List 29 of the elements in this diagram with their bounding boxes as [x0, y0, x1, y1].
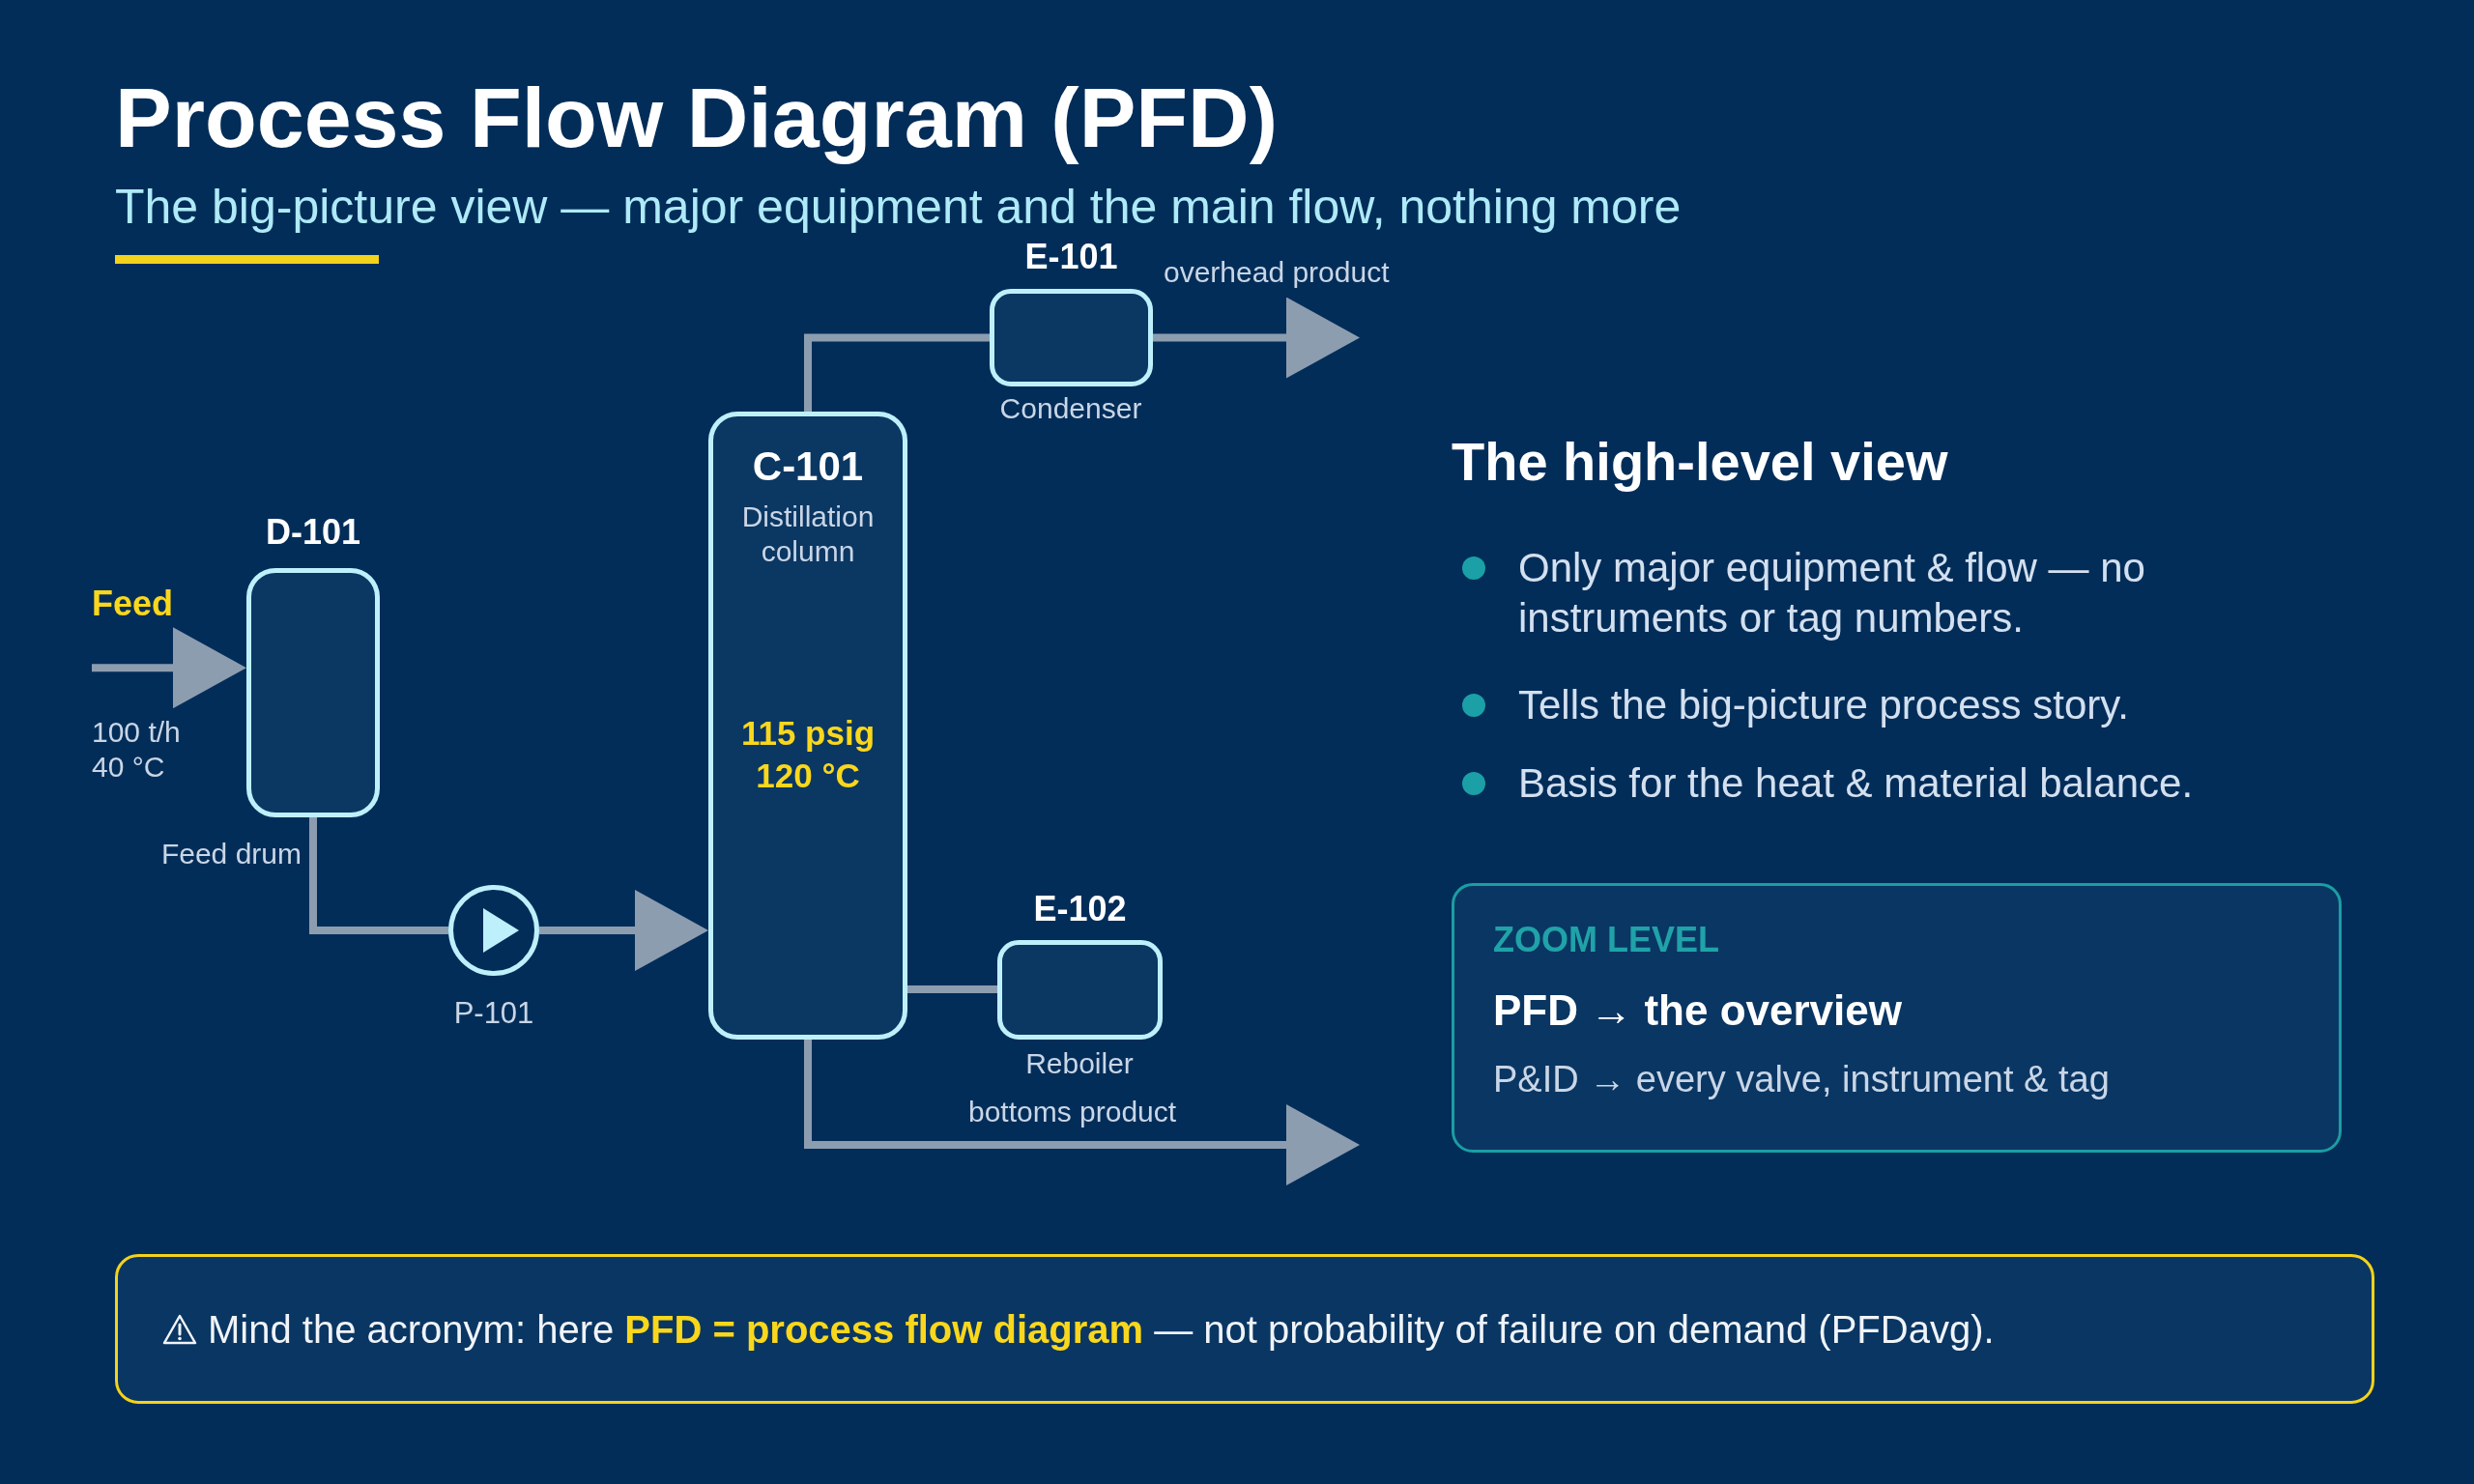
- info-panel: [1452, 883, 2342, 1153]
- equipment-tag: C-101: [752, 443, 864, 490]
- flow-arrow: [804, 1040, 1360, 1185]
- bullet-text: Only major equipment & flow — no instruments or tag numbers.: [1518, 544, 2146, 642]
- equipment-tag: E-102: [1033, 889, 1127, 928]
- equipment-tag: P-101: [453, 997, 534, 1030]
- equipment-name: Feed drum: [159, 838, 302, 870]
- bullet-text: Basis for the heat & material balance.: [1518, 759, 2195, 808]
- subtitle: The big-picture view — major equipment and the main flow, nothing more: [115, 179, 1682, 235]
- note-banner: [115, 1254, 2374, 1404]
- section-heading: The high-level view: [1452, 431, 1948, 493]
- column-vessel: [708, 412, 907, 1040]
- panel-statement: P&ID → every valve, instrument & tag: [1493, 1058, 2110, 1100]
- page-title: Process Flow Diagram (PFD): [115, 70, 1278, 166]
- equipment-tag: D-101: [265, 512, 361, 552]
- equipment-name: Distillation column: [740, 499, 876, 569]
- equipment-tag: E-101: [1024, 237, 1118, 276]
- bullet-text: Tells the big-picture process story.: [1518, 681, 2130, 729]
- stream-conditions: 100 t/h 40 °C: [92, 715, 182, 785]
- operating-conditions: 115 psig 120 °C: [739, 713, 877, 796]
- pipe-line: [804, 333, 990, 412]
- panel-heading: ZOOM LEVEL: [1493, 920, 1719, 959]
- pipe-line: [907, 985, 997, 993]
- panel-statement: PFD → the overview: [1493, 986, 1902, 1035]
- note-text: Mind the acronym: here PFD = process flow diagram — not probability of failure on demand (PFDavg).: [208, 1306, 1995, 1352]
- pipe-line: [309, 817, 448, 934]
- flow-arrow: [1153, 297, 1360, 379]
- equipment-name: Reboiler: [1024, 1047, 1135, 1080]
- equipment-name: Condenser: [998, 392, 1143, 425]
